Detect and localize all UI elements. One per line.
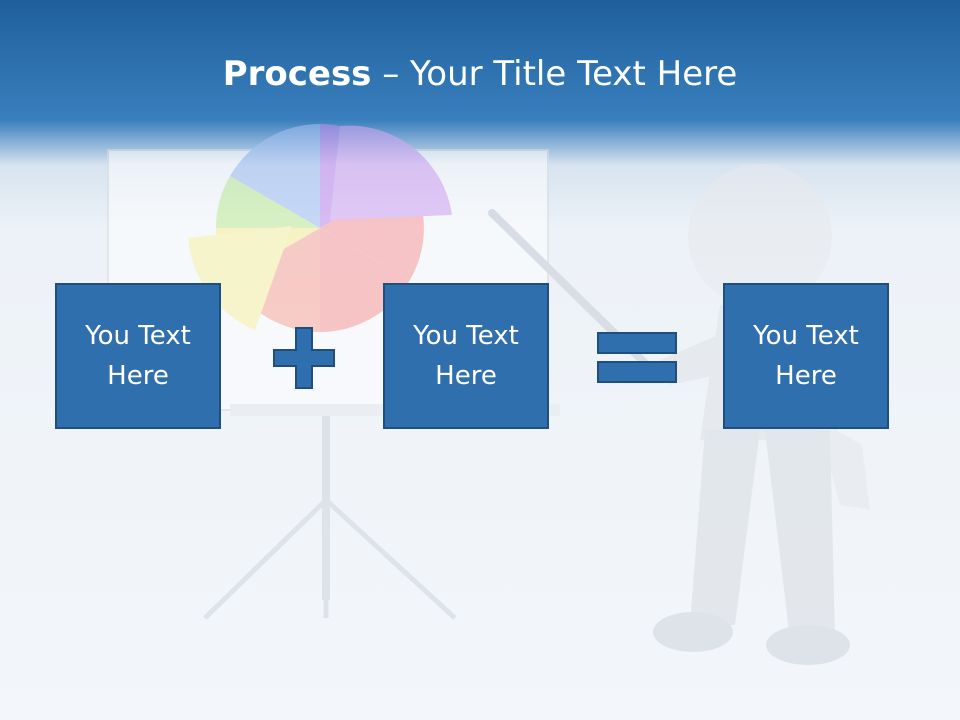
text-box-1-label: You Text Here — [85, 321, 191, 391]
text-box-2-label: You Text Here — [413, 321, 519, 391]
plus-icon — [273, 327, 335, 389]
slide-title: Process – Your Title Text Here — [0, 52, 960, 96]
text-box-2[interactable]: You Text Here — [383, 283, 549, 429]
text-box-3-label: You Text Here — [753, 321, 859, 391]
text-box-1[interactable]: You Text Here — [55, 283, 221, 429]
title-rest-part: – Your Title Text Here — [371, 54, 738, 94]
title-bold-part: Process — [222, 54, 372, 94]
equals-icon — [597, 332, 677, 383]
text-box-3[interactable]: You Text Here — [723, 283, 889, 429]
